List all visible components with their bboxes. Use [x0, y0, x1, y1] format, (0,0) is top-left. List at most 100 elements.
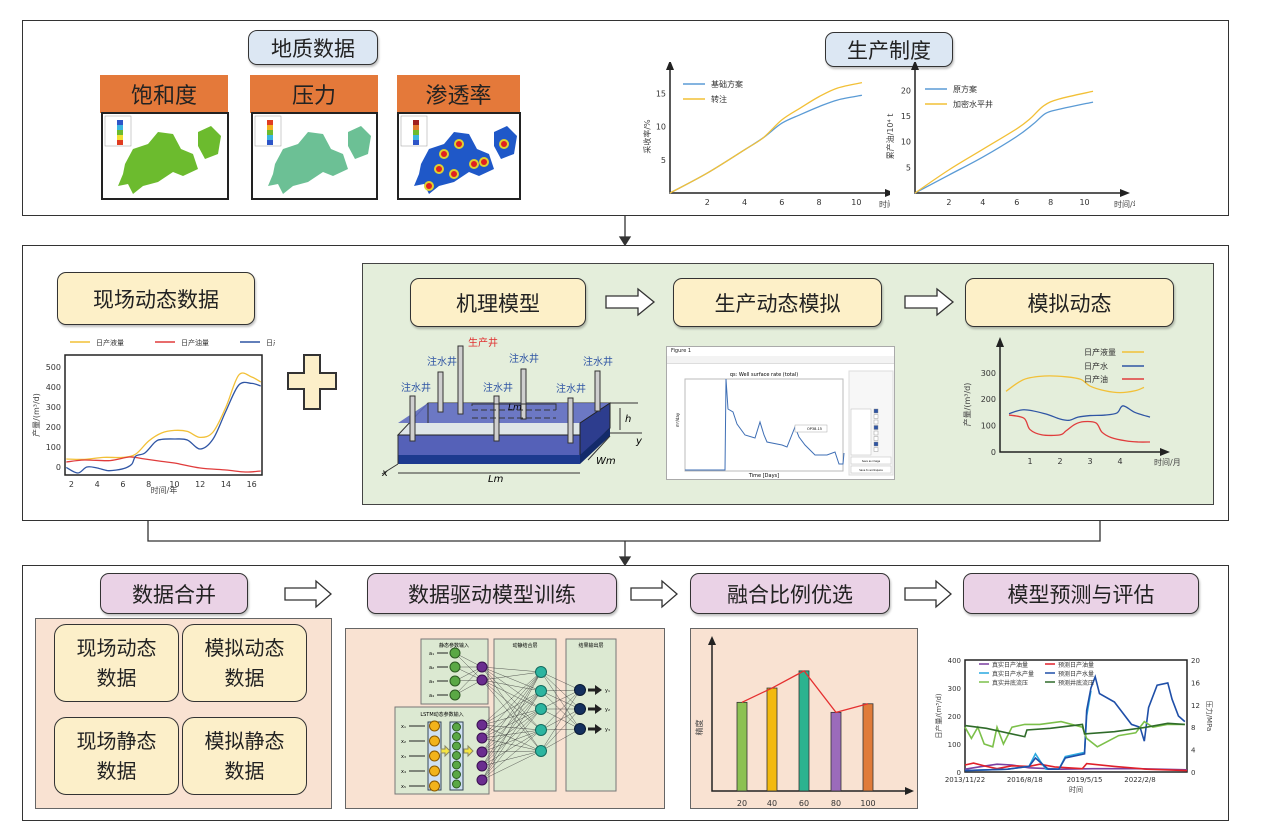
bar-40	[766, 687, 778, 792]
legend-color	[117, 125, 123, 130]
series-line-3	[964, 674, 1186, 772]
perm-zone	[451, 171, 457, 177]
connection	[481, 708, 542, 781]
merge-node	[476, 674, 488, 686]
rate-line	[685, 378, 845, 471]
legend-color	[413, 130, 419, 135]
lm-label: Lm	[508, 403, 522, 413]
legend-label: 原方案	[953, 84, 977, 94]
legend-label: OP38-15	[807, 427, 822, 431]
x-axis-arrow	[1160, 448, 1170, 456]
producer-label: 生产井	[468, 336, 498, 349]
series-line-5	[964, 722, 1185, 738]
y-axis-arrow	[708, 636, 716, 645]
x-tick-label: 20	[737, 799, 747, 808]
permeability-map	[397, 112, 521, 200]
saturation-header: 饱和度	[100, 75, 228, 113]
input-x-label: x₃	[401, 754, 406, 760]
connection	[540, 689, 581, 710]
injector-label: 注水井	[401, 381, 431, 394]
output-node	[574, 703, 586, 715]
connection	[481, 666, 542, 710]
legend-color	[267, 130, 273, 135]
y2-tick-label: 8	[1191, 724, 1195, 732]
connection	[481, 708, 542, 767]
checkbox	[873, 425, 879, 430]
legend-label: 预测日产水量	[1058, 670, 1094, 678]
well-list	[850, 408, 872, 456]
series-line-1	[669, 82, 863, 194]
checkbox	[873, 414, 879, 419]
connection	[454, 666, 483, 696]
output-node	[574, 723, 586, 735]
lstm-node	[452, 722, 461, 732]
x-axis-label: 时间	[1069, 785, 1083, 794]
series-line-1	[914, 90, 1094, 194]
bar-100	[862, 703, 874, 792]
perm-zone	[436, 166, 442, 172]
hollow-arrow-icon	[605, 287, 656, 317]
fusion-layer-label: 动静结合层	[512, 642, 537, 649]
save-image-button	[850, 456, 892, 465]
y-axis-arrow	[911, 62, 919, 70]
legend-label: 日产油量	[181, 338, 209, 347]
lstm-node	[429, 735, 440, 747]
x-axis-arrow	[885, 189, 890, 197]
connection	[481, 729, 542, 781]
x-axis-label: Time [Days]	[748, 473, 779, 479]
connection	[481, 690, 542, 781]
window-toolbar	[667, 356, 894, 364]
plot-frame	[64, 354, 263, 476]
perm-zone	[481, 159, 487, 165]
connection	[481, 690, 542, 767]
simulated-dynamic-data-box: 模拟动态数据	[182, 624, 307, 702]
x-axis-label: x	[381, 468, 388, 479]
plot-legend	[794, 424, 828, 433]
y-tick-label: 15	[656, 89, 666, 98]
injector-label: 注水井	[583, 355, 613, 368]
x-tick-label: 6	[779, 198, 784, 207]
series-line-4	[964, 720, 1185, 748]
x-tick-label: 4	[980, 198, 985, 207]
output-y-label: y₂	[605, 707, 610, 713]
simulator-window: Figure 1 qs: Well surface rate (total)Ti…	[666, 346, 895, 480]
plot-frame	[964, 659, 1188, 773]
connection	[481, 729, 542, 753]
connection	[481, 729, 542, 767]
x-tick-label: 2016/8/18	[1007, 776, 1043, 784]
lstm-node	[452, 741, 461, 751]
fusion-node	[535, 666, 547, 678]
y-axis-label: m³/day	[675, 412, 680, 427]
save-workspace-button	[850, 465, 892, 474]
x-tick-label: 8	[1048, 198, 1053, 207]
legend-color	[117, 135, 123, 140]
connection	[540, 728, 581, 731]
static-input-label: 静态参数输入	[439, 642, 469, 649]
series-line-0	[66, 372, 262, 461]
bar-60	[798, 670, 810, 792]
output-layer-box	[565, 638, 617, 792]
checkbox	[873, 408, 879, 414]
axes	[999, 345, 1162, 453]
checkbox	[873, 430, 879, 436]
legend-label: 日产油	[1084, 374, 1108, 384]
x-tick-label: 12	[195, 480, 205, 489]
lstm-node	[452, 770, 461, 779]
plus-icon	[287, 354, 337, 410]
y-axis-label: 累产油/10⁴ t	[885, 114, 895, 160]
connection	[481, 750, 542, 753]
legend-label: 真实日产水产量	[992, 670, 1034, 678]
connection	[454, 652, 483, 681]
merge-node	[476, 732, 488, 744]
connection	[481, 708, 542, 726]
x-axis-label: 时间/年	[151, 485, 178, 495]
merge-node	[476, 746, 488, 758]
legend-label: 预测日产油量	[1058, 661, 1094, 669]
ratio-bar-chart: 20406080100理论数据集占比/%精度	[694, 636, 914, 808]
x-tick-label: 2019/5/15	[1067, 776, 1103, 784]
y-tick-label: 0	[991, 448, 996, 457]
input-a-label: a₁	[429, 651, 434, 657]
